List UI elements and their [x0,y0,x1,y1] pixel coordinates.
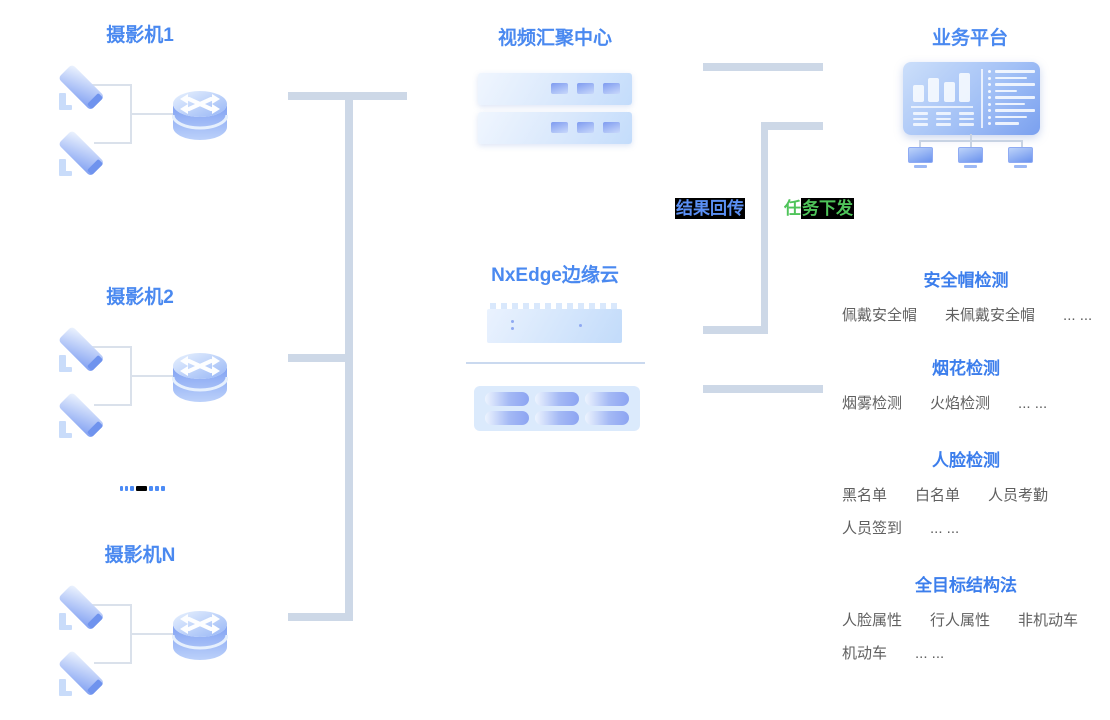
trunk-line [288,613,353,621]
bracket-line [94,142,130,144]
detection-item: 佩戴安全帽 [842,307,918,324]
detection-item: 非机动车 [1018,612,1079,629]
axis-line [911,106,973,108]
detection-section-face: 人脸检测 黑名单 白名单 人员考勤 人员签到 ... ... [832,446,1100,538]
bar [928,78,939,102]
cctv-camera-icon [58,126,110,186]
detection-section-full-target: 全目标结构法 人脸属性 行人属性 非机动车 机动车 ... ... [832,571,1100,663]
cctv-camera-icon [58,60,110,120]
detection-item: 人员考勤 [988,487,1049,504]
bracket-line [90,604,130,606]
detection-item: ... ... [930,520,960,537]
bar [959,73,970,102]
result-return-label: 结果回传 [675,198,745,219]
platform-link-line [1021,140,1023,148]
monitor-icon [908,147,933,163]
connector-line [703,326,768,334]
chip-mark [511,320,514,323]
connector-line [761,122,768,334]
camera-group-title: 摄影机1 [106,25,174,46]
bracket-line [130,113,174,115]
cctv-camera-icon [58,580,110,640]
detection-title: 人脸检测 [932,451,1000,470]
chip-mark [579,324,582,327]
chip-mark [511,327,514,330]
detection-item: ... ... [915,645,945,662]
detection-title: 安全帽检测 [923,271,1009,290]
detection-title: 烟花检测 [932,359,1000,378]
trunk-line [288,354,345,362]
detection-item: 火焰检测 [930,395,991,412]
task-dispatch-label: 任务下发 [784,198,854,219]
cctv-camera-icon [58,388,110,448]
detection-item: 未佩戴安全帽 [945,307,1036,324]
bracket-line [94,404,130,406]
server-slots [551,122,620,133]
router-icon [171,344,229,404]
detection-item: 机动车 [842,645,888,662]
detection-item: ... ... [1018,395,1048,412]
cctv-camera-icon [58,322,110,382]
detection-item: 人员签到 [842,520,903,537]
detection-item: 黑名单 [842,487,888,504]
server-bar-icon [478,73,632,105]
detection-section-smoke-fire: 烟花检测 烟雾检测 火焰检测 ... ... [832,354,1100,413]
bracket-line [90,346,130,348]
detection-item: 行人属性 [930,612,991,629]
camera-group-title: 摄影机N [104,545,176,566]
edge-chip-icon [487,303,622,343]
detection-row: 机动车 ... ... [832,645,1100,663]
monitor-icon [1008,147,1033,163]
detection-row: 人员签到 ... ... [832,520,1100,538]
connector-line [703,63,823,71]
detection-title: 全目标结构法 [915,576,1017,595]
edge-cloud-title: NxEdge边缘云 [491,265,619,286]
section-divider [466,362,645,364]
bracket-line [90,84,130,86]
trunk-line [345,92,353,621]
bracket-line [94,662,130,664]
platform-title: 业务平台 [931,28,1008,49]
bracket-line [130,633,174,635]
gpu-tray-icon [474,386,640,431]
platform-link-line [919,140,921,148]
dashboard-icon [903,62,1040,135]
server-bar-icon [478,112,632,144]
detection-item: 人脸属性 [842,612,903,629]
detection-item: 烟雾检测 [842,395,903,412]
router-icon [171,602,229,662]
platform-link-line [970,134,972,142]
monitor-stand [914,165,927,168]
detection-item: ... ... [1063,307,1093,324]
detection-row: 烟雾检测 火焰检测 ... ... [832,395,1100,413]
detection-row: 人脸属性 行人属性 非机动车 [832,612,1100,630]
ellipsis-dots-icon [120,486,165,491]
camera-group-2: 摄影机2 [30,280,260,450]
camera-group-1: 摄影机1 [30,18,260,188]
monitor-stand [964,165,977,168]
panel-divider [981,69,983,128]
detection-item: 白名单 [915,487,961,504]
detection-section-helmet: 安全帽检测 佩戴安全帽 未佩戴安全帽 ... ... [832,266,1100,325]
monitor-icon [958,147,983,163]
bracket-line [130,375,174,377]
video-hub-title: 视频汇聚中心 [497,28,612,49]
detection-row: 佩戴安全帽 未佩戴安全帽 ... ... [832,307,1100,325]
bar [913,85,924,102]
bar [944,82,955,102]
server-slots [551,83,620,94]
connector-line [703,385,823,393]
cctv-camera-icon [58,646,110,706]
camera-group-title: 摄影机2 [106,287,174,308]
connector-line [761,122,823,130]
platform-link-line [970,140,972,148]
monitor-stand [1014,165,1027,168]
camera-group-n: 摄影机N [30,538,260,708]
detection-row: 黑名单 白名单 人员考勤 [832,487,1100,505]
router-icon [171,82,229,142]
